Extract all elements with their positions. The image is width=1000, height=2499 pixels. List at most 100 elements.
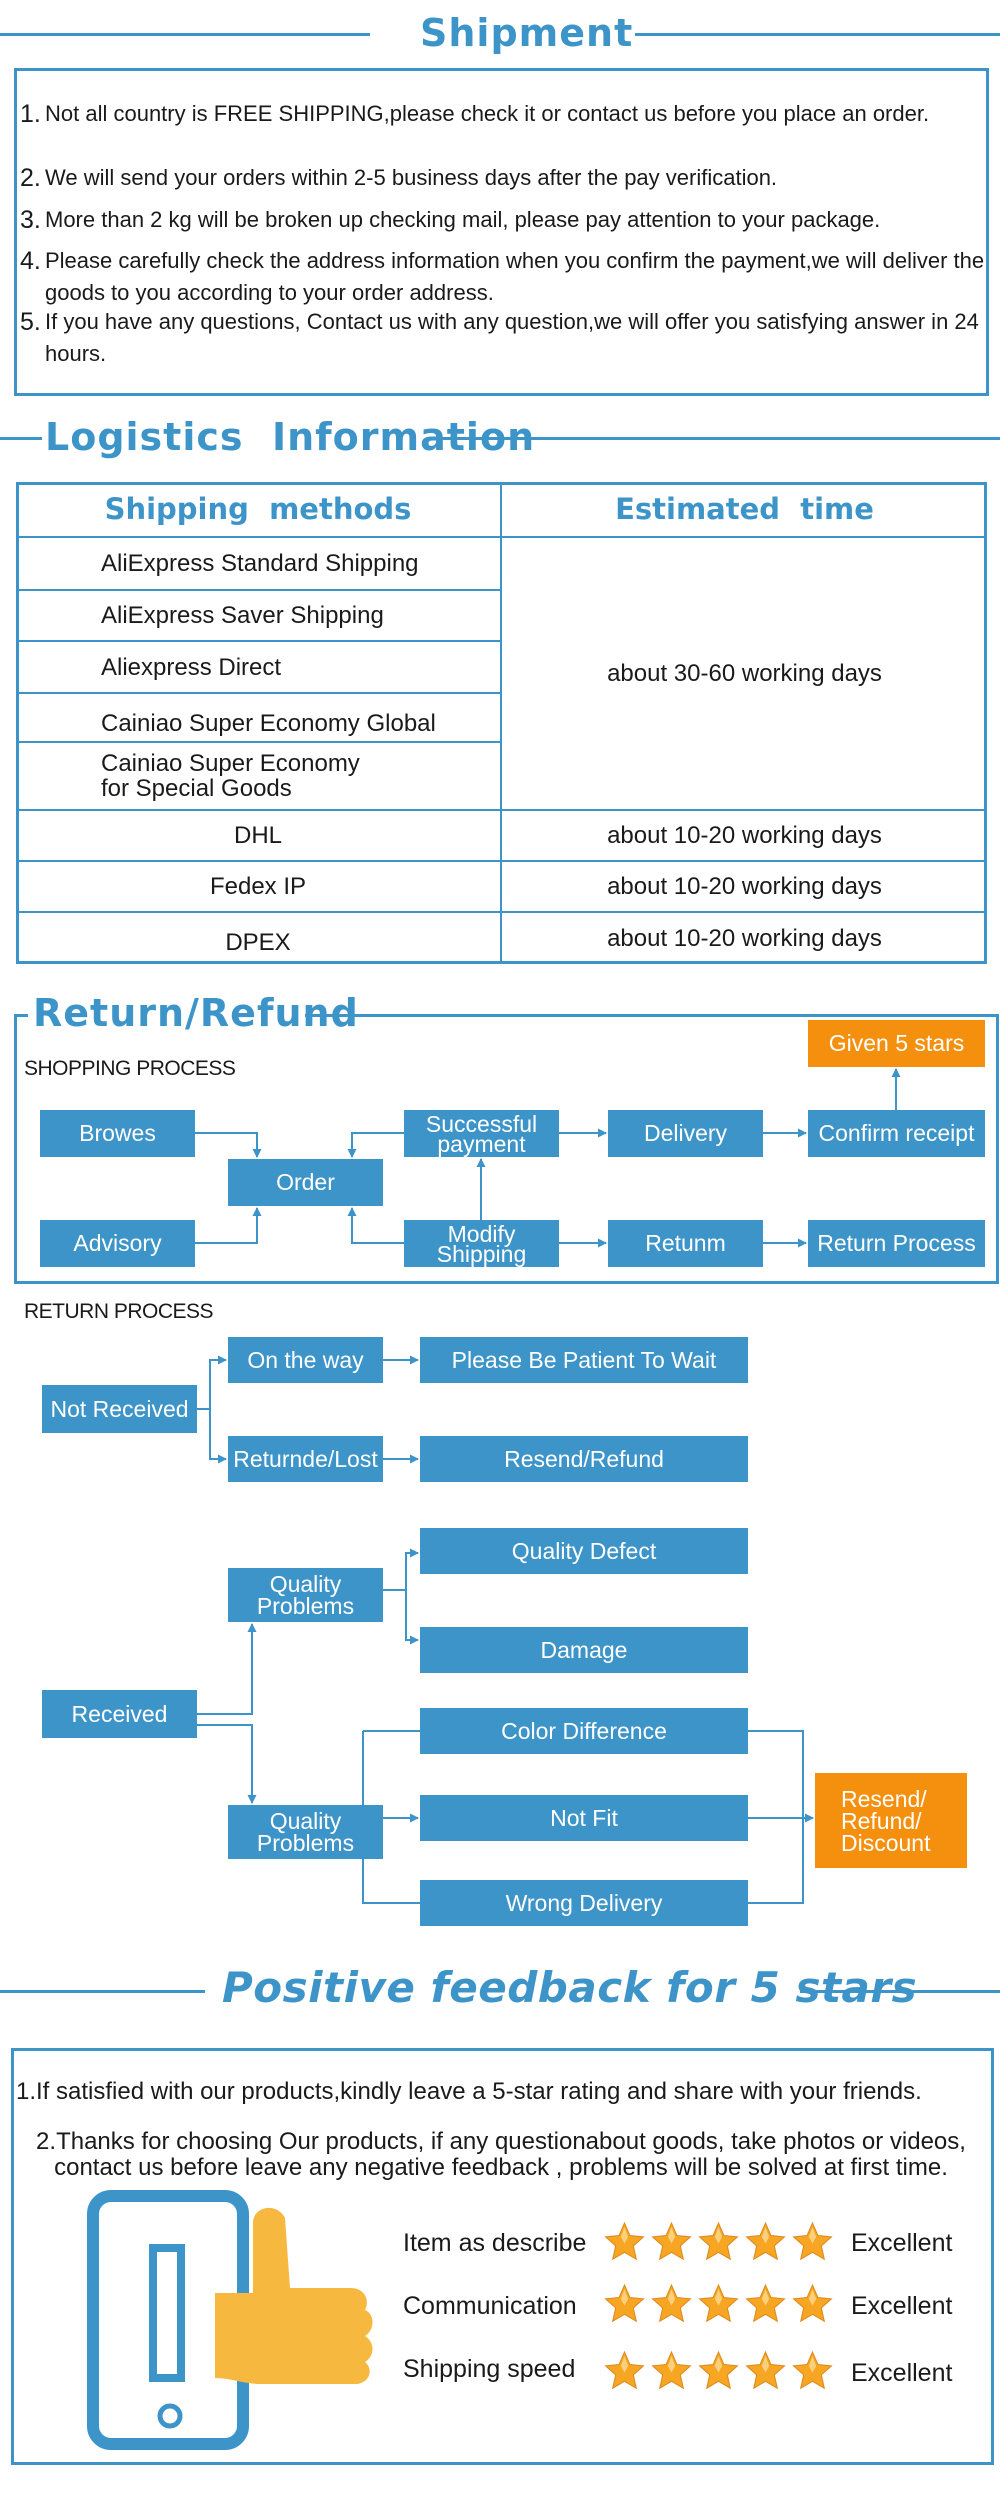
thumbs-up-phone-icon — [87, 2190, 373, 2450]
flow-quality-problems: Quality Problems — [228, 1805, 383, 1859]
table-cell-method: Fedex IP — [209, 872, 307, 900]
flow-on-the-way: On the way — [228, 1337, 383, 1383]
flow-order: Order — [228, 1159, 383, 1206]
connector-arrow — [197, 1623, 257, 1715]
frame-line — [14, 1014, 28, 1017]
divider — [635, 33, 1000, 36]
row-divider — [16, 809, 987, 811]
star-icon — [651, 2350, 692, 2390]
frame-line — [305, 1014, 999, 1017]
flow-successful-payment: Successful payment — [404, 1110, 559, 1157]
star-rating — [604, 2221, 833, 2262]
frame-line — [14, 1281, 999, 1284]
star-icon — [792, 2221, 833, 2261]
star-icon — [745, 2221, 786, 2261]
column-divider — [500, 482, 502, 964]
connector-arrow — [195, 1207, 262, 1244]
flow-delivery: Delivery — [608, 1110, 763, 1157]
star-icon — [792, 2350, 833, 2390]
table-cell-time: about 10-20 working days — [607, 821, 882, 849]
row-divider — [16, 692, 502, 694]
feedback-box — [11, 2048, 994, 2465]
table-cell-time: about 10-20 working days — [607, 872, 882, 900]
return-refund-title: Return/Refund — [33, 991, 359, 1035]
rating-label: Communication — [403, 2292, 577, 2320]
rating-value: Excellent — [851, 2359, 953, 2387]
star-icon — [651, 2221, 692, 2261]
connector-arrow — [347, 1132, 404, 1158]
flow-be-patient: Please Be Patient To Wait — [420, 1337, 748, 1383]
connector-arrow — [197, 1355, 227, 1410]
star-icon — [651, 2283, 692, 2323]
star-icon — [604, 2221, 645, 2261]
shipment-box — [14, 68, 989, 396]
flow-damage: Damage — [420, 1627, 748, 1673]
divider — [0, 1990, 205, 1993]
row-divider — [16, 911, 987, 913]
flow-returnde-lost: Returnde/Lost — [228, 1436, 383, 1482]
rating-label: Item as describe — [403, 2229, 587, 2257]
divider — [0, 33, 370, 36]
flow-not-fit: Not Fit — [420, 1795, 748, 1841]
flow-resend-refund: Resend/Refund — [420, 1436, 748, 1482]
divider — [0, 437, 42, 440]
connector-arrow — [405, 1590, 419, 1645]
flow-color-difference: Color Difference — [420, 1708, 748, 1754]
rating-value: Excellent — [851, 2292, 953, 2320]
table-cell-method: DHL — [233, 821, 282, 849]
flow-received: Received — [42, 1690, 197, 1738]
star-icon — [698, 2350, 739, 2390]
row-divider — [16, 589, 502, 591]
star-rating — [604, 2350, 833, 2391]
star-icon — [698, 2221, 739, 2261]
star-icon — [604, 2283, 645, 2323]
column-header-time: Estimated time — [615, 492, 874, 526]
frame-line — [14, 1014, 17, 1284]
shopping-process-label: SHOPPING PROCESS — [24, 1057, 236, 1080]
connector-line — [362, 1731, 420, 1904]
shipment-title: Shipment — [420, 11, 634, 55]
flow-confirm-receipt: Confirm receipt — [808, 1110, 985, 1157]
flow-advisory: Advisory — [40, 1220, 195, 1267]
table-cell-method: Cainiao Super Economy for Special Goods — [101, 750, 360, 802]
table-cell-time: about 10-20 working days — [607, 924, 882, 952]
flow-modify-shipping: Modify Shipping — [404, 1220, 559, 1267]
row-divider — [16, 741, 502, 743]
star-icon — [698, 2283, 739, 2323]
rating-value: Excellent — [851, 2229, 953, 2257]
flow-resend-refund-discount: Resend/ Refund/ Discount — [815, 1773, 967, 1868]
table-cell-method: Cainiao Super Economy Global — [101, 710, 436, 737]
flow-not-received: Not Received — [42, 1385, 197, 1433]
flow-given-5-stars: Given 5 stars — [808, 1020, 985, 1067]
connector-arrow — [195, 1132, 262, 1158]
star-rating — [604, 2283, 833, 2324]
flow-quality-problems: Quality Problems — [228, 1568, 383, 1622]
table-cell-method: AliExpress Saver Shipping — [101, 602, 384, 629]
column-header-method: Shipping methods — [104, 492, 412, 526]
feedback-title: Positive feedback for 5 stars — [222, 1963, 918, 2012]
connector-arrow — [347, 1207, 404, 1244]
connector-arrow — [209, 1409, 227, 1464]
flow-quality-defect: Quality Defect — [420, 1528, 748, 1574]
feedback-item: 2.Thanks for choosing Our products, if a… — [36, 2128, 966, 2181]
flow-retunm: Retunm — [608, 1220, 763, 1267]
divider — [800, 1990, 1000, 1993]
flow-wrong-delivery: Wrong Delivery — [420, 1880, 748, 1926]
flow-return-process: Return Process — [808, 1220, 985, 1267]
frame-line — [996, 1014, 999, 1284]
divider — [435, 437, 1000, 440]
table-cell-time: about 30-60 working days — [607, 659, 882, 687]
row-divider — [16, 536, 987, 538]
star-icon — [792, 2283, 833, 2323]
flow-browes: Browes — [40, 1110, 195, 1157]
feedback-item: 1.If satisfied with our products,kindly … — [16, 2078, 922, 2105]
star-icon — [745, 2283, 786, 2323]
star-icon — [604, 2350, 645, 2390]
connector-arrow — [383, 1548, 419, 1591]
table-cell-method: Aliexpress Direct — [101, 653, 282, 681]
star-icon — [745, 2350, 786, 2390]
table-cell-method: AliExpress Standard Shipping — [101, 550, 419, 577]
connector-arrow — [197, 1724, 257, 1804]
return-process-label: RETURN PROCESS — [24, 1300, 214, 1323]
